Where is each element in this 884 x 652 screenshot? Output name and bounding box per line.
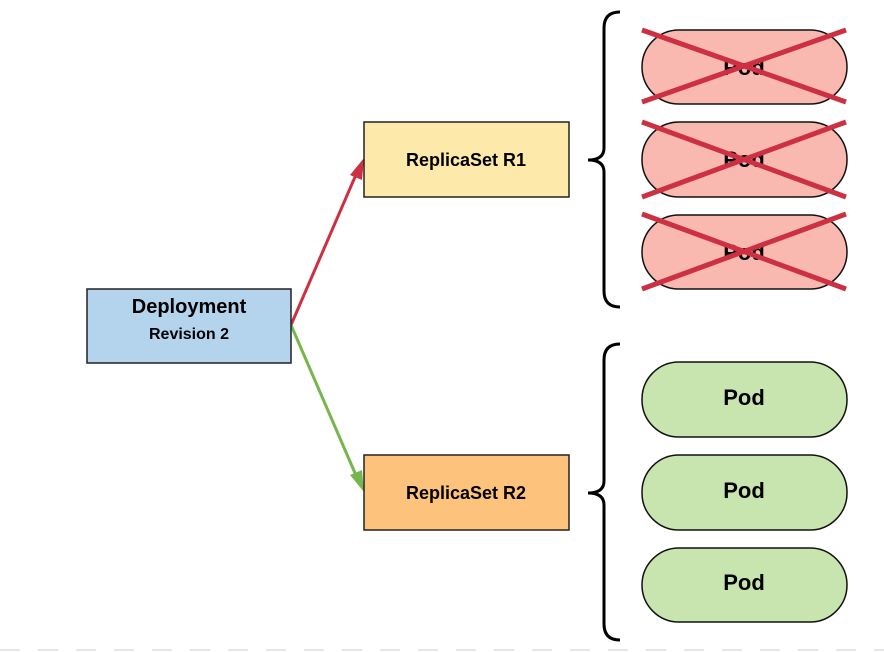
replicaset-r1-node[interactable]: ReplicaSet R1 xyxy=(363,121,570,198)
replicaset-r2-label: ReplicaSet R2 xyxy=(406,483,526,503)
replicaset-r2-node[interactable]: ReplicaSet R2 xyxy=(363,454,570,531)
replicaset-r1-label: ReplicaSet R1 xyxy=(406,150,526,170)
arrows xyxy=(289,158,364,492)
brace-r2 xyxy=(587,342,621,642)
deployment-node[interactable]: Deployment Revision 2 xyxy=(86,288,292,364)
pod-label: Pod xyxy=(723,385,765,410)
pod-label: Pod xyxy=(723,478,765,503)
arrowhead-r1 xyxy=(350,158,364,180)
replicaset-r2-pods: Pod Pod Pod xyxy=(641,361,848,623)
pod-r1-3[interactable]: Pod xyxy=(641,211,848,292)
pod-r1-1[interactable]: Pod xyxy=(641,27,848,105)
arrow-to-replicaset-r2 xyxy=(289,324,360,481)
pod-r1-2[interactable]: Pod xyxy=(641,119,848,200)
pod-r2-2[interactable]: Pod xyxy=(641,454,848,531)
pod-r2-3[interactable]: Pod xyxy=(641,547,848,623)
arrow-to-replicaset-r1 xyxy=(289,169,360,326)
cross-mark-icon xyxy=(641,211,847,292)
cross-mark-icon xyxy=(641,119,847,200)
pod-label: Pod xyxy=(723,570,765,595)
cross-mark-icon xyxy=(641,27,847,105)
replicaset-r1-pods: Pod Pod Pod xyxy=(641,27,848,292)
pod-r2-1[interactable]: Pod xyxy=(641,361,848,438)
arrowhead-r2 xyxy=(350,470,364,492)
brace-r1 xyxy=(587,10,621,309)
deployment-revision: Revision 2 xyxy=(149,326,229,343)
deployment-title: Deployment xyxy=(132,296,247,318)
